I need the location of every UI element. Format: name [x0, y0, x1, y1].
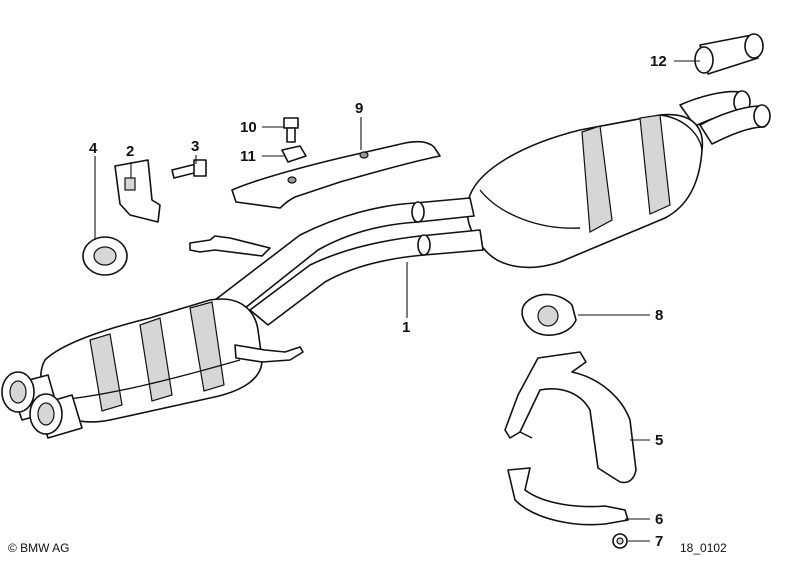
- callout-11: 11: [240, 148, 256, 165]
- copyright-text: © BMW AG: [8, 541, 70, 555]
- screw-3: [171, 159, 207, 179]
- callout-9: 9: [355, 100, 363, 117]
- nut-7: [612, 533, 628, 549]
- callout-12: 12: [650, 53, 667, 70]
- callout-1: 1: [402, 319, 410, 336]
- callout-8: 8: [655, 307, 663, 324]
- diagram-code: 18_0102: [680, 541, 727, 555]
- callout-10: 10: [240, 119, 257, 136]
- leader-lines: [94, 60, 700, 542]
- callout-5: 5: [655, 432, 663, 449]
- hanger-6: [507, 467, 629, 526]
- exhaust-assembly: [1, 90, 771, 439]
- tailpipe-trim-12: [694, 33, 764, 75]
- heat-shield: [231, 140, 441, 209]
- front-catalytic-converter: [1, 298, 304, 439]
- callout-6: 6: [655, 511, 663, 528]
- clip-nut-11: [281, 145, 307, 163]
- rubber-ring-8: [521, 293, 577, 336]
- bolt-10: [283, 117, 299, 143]
- hanger-5: [504, 351, 637, 484]
- rubber-mount-4: [82, 236, 128, 276]
- callout-3: 3: [191, 138, 199, 155]
- callout-4: 4: [89, 140, 98, 157]
- callout-7: 7: [655, 533, 663, 550]
- callout-2: 2: [126, 143, 134, 160]
- rear-tailpipes: [679, 90, 771, 145]
- bracket-2: [114, 159, 161, 223]
- twin-pipes: [189, 197, 484, 326]
- rear-muffler: [466, 113, 704, 269]
